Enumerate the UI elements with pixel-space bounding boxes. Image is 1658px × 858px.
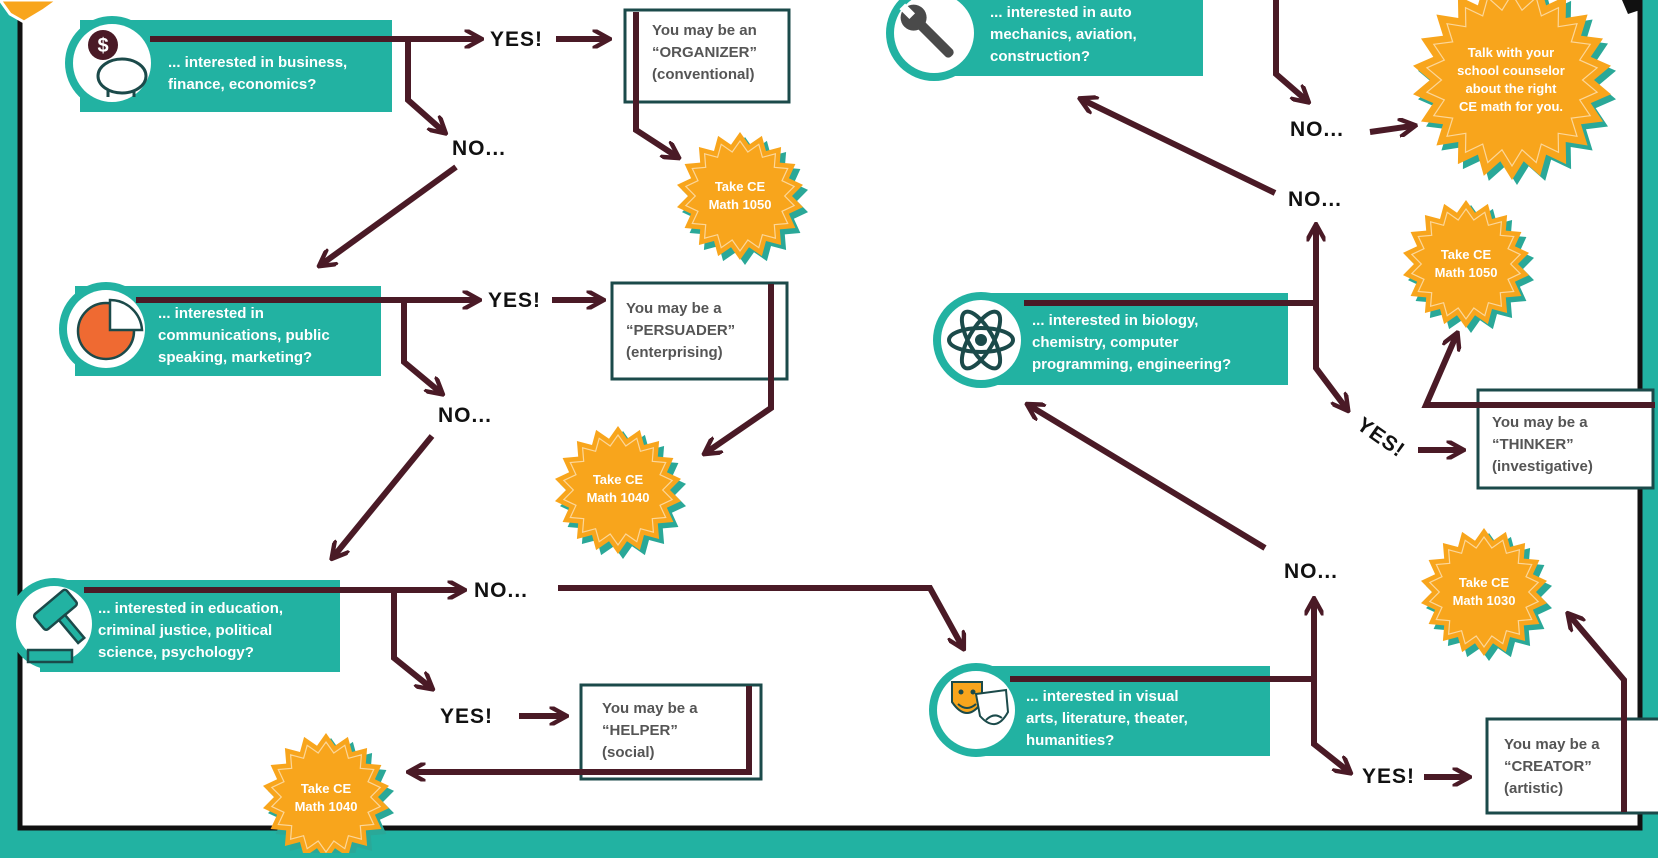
- connector-no-to-counselor: [1369, 126, 1412, 132]
- no-label-education: NO...: [474, 579, 529, 602]
- sun-badge-math-1040-bottom: [263, 733, 394, 858]
- connector-arts-yes: [1311, 679, 1348, 771]
- result-creator: You may be a “CREATOR” (artistic): [1504, 736, 1600, 797]
- gavel-block-icon: [26, 648, 74, 664]
- result-thinker: You may be a “THINKER” (investigative): [1492, 414, 1593, 475]
- connector-no-to-auto: [1083, 100, 1277, 196]
- flowchart-panel: [17, 0, 1643, 831]
- sun-text-math-1040-bottom: Take CE Math 1040: [294, 781, 358, 814]
- connector-no-to-education: [334, 434, 435, 556]
- result-box-organizer: [623, 8, 791, 104]
- yes-label-education: YES!: [440, 705, 494, 728]
- sun-badges: [263, 0, 1616, 858]
- connector-helper-to-math-1040: [412, 686, 752, 772]
- wrench-icon: [899, 3, 954, 58]
- corner-arrow-fragment: [1622, 0, 1640, 14]
- connector-biology-yes: [1313, 303, 1346, 408]
- question-arts: ... interested in visual arts, literatur…: [1026, 688, 1188, 749]
- result-box-helper: [579, 683, 763, 781]
- no-label-auto: NO...: [1290, 118, 1345, 141]
- result-persuader: You may be a “PERSUADER” (enterprising): [626, 300, 736, 361]
- connector-auto-no: [1273, 0, 1306, 100]
- result-box-persuader: [610, 281, 789, 381]
- no-label-business: NO...: [452, 137, 507, 160]
- sun-text-math-1030: Take CE Math 1030: [1452, 575, 1516, 608]
- connector-persuader-to-math-1040: [707, 284, 774, 452]
- sun-text-math-1040-mid: Take CE Math 1040: [586, 472, 650, 505]
- sun-text-math-1050-right: Take CE Math 1050: [1434, 247, 1498, 280]
- connector-communications-no: [401, 300, 440, 392]
- no-label-biology: NO...: [1288, 188, 1343, 211]
- atom-icon: [947, 309, 1015, 371]
- sun-badge-counselor: [1413, 0, 1616, 185]
- result-box-creator: [1485, 717, 1658, 815]
- connector-creator-to-math-1030: [1570, 616, 1627, 812]
- connector-business-no: [405, 39, 443, 131]
- connector-no-to-biology: [1030, 406, 1267, 551]
- sun-badge-math-1030: [1421, 528, 1552, 661]
- sun-badge-math-1050-right: [1403, 200, 1534, 333]
- connector-thinker-to-math-1050: [1421, 336, 1655, 408]
- svg-text:$: $: [97, 35, 108, 57]
- no-label-communications: NO...: [438, 404, 493, 427]
- result-organizer: You may be an “ORGANIZER” (conventional): [652, 22, 757, 83]
- result-helper: You may be a “HELPER” (social): [602, 700, 698, 761]
- sun-text-counselor: Talk with your school counselor about th…: [1457, 45, 1565, 114]
- connector-organizer-to-math-1050: [633, 12, 676, 156]
- connector-no-to-communications: [322, 164, 458, 264]
- corner-star-fragment: [0, 0, 61, 24]
- sun-badge-math-1040-mid: [555, 426, 686, 559]
- question-banner-biology: [988, 293, 1288, 385]
- yes-label-business: YES!: [490, 28, 544, 51]
- theater-masks-icon: [951, 681, 1010, 725]
- sun-text-math-1050-top: Take CE Math 1050: [708, 179, 772, 212]
- connector-no-to-arts: [558, 585, 962, 646]
- no-label-arts: NO...: [1284, 560, 1339, 583]
- pie-chart-icon: [76, 298, 144, 361]
- question-education: ... interested in education, criminal ju…: [98, 600, 284, 661]
- sun-badge-math-1050-top: [677, 132, 808, 265]
- question-communications: ... interested in communications, public…: [158, 305, 330, 366]
- gavel-icon: [32, 588, 87, 645]
- connector-education-yes: [391, 590, 430, 687]
- question-auto: ... interested in auto mechanics, aviati…: [990, 4, 1137, 65]
- question-biology: ... interested in biology, chemistry, co…: [1032, 312, 1232, 373]
- piggy-bank-dollar-icon: $: [88, 30, 148, 97]
- question-business: ... interested in business, finance, eco…: [168, 54, 348, 93]
- yes-label-arts: YES!: [1362, 765, 1416, 788]
- yes-label-communications: YES!: [488, 289, 542, 312]
